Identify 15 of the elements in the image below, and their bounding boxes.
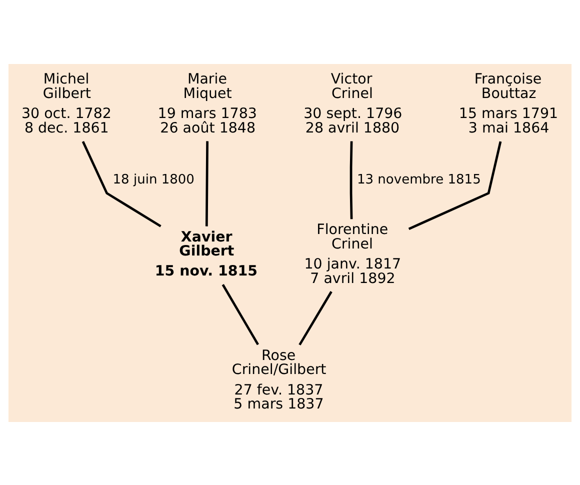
edge-label: 13 novembre 1815 xyxy=(356,172,481,187)
connector xyxy=(408,140,502,230)
node-text: Marie Miquet 19 mars 1783 26 août 1848 xyxy=(158,71,257,136)
connector xyxy=(205,140,209,226)
edge-label: 18 juin 1800 xyxy=(112,172,194,187)
connector xyxy=(298,290,332,345)
node-text: Michel Gilbert 30 oct. 1782 8 dec. 1861 xyxy=(22,71,112,136)
connector xyxy=(222,284,260,345)
node-text: Françoise Bouttaz 15 mars 1791 3 mai 1864 xyxy=(458,71,558,136)
connector xyxy=(82,140,162,227)
node-text: Florentine Crinel 10 janv. 1817 7 avril 1892 xyxy=(304,222,402,286)
connector xyxy=(350,140,353,219)
node-text: Xavier Gilbert 15 nov. 1815 xyxy=(154,228,258,280)
node-text: Rose Crinel/Gilbert 27 fev. 1837 5 mars 1837 xyxy=(232,347,326,412)
node-text: Victor Crinel 30 sept. 1796 28 avril 1880 xyxy=(304,71,402,136)
